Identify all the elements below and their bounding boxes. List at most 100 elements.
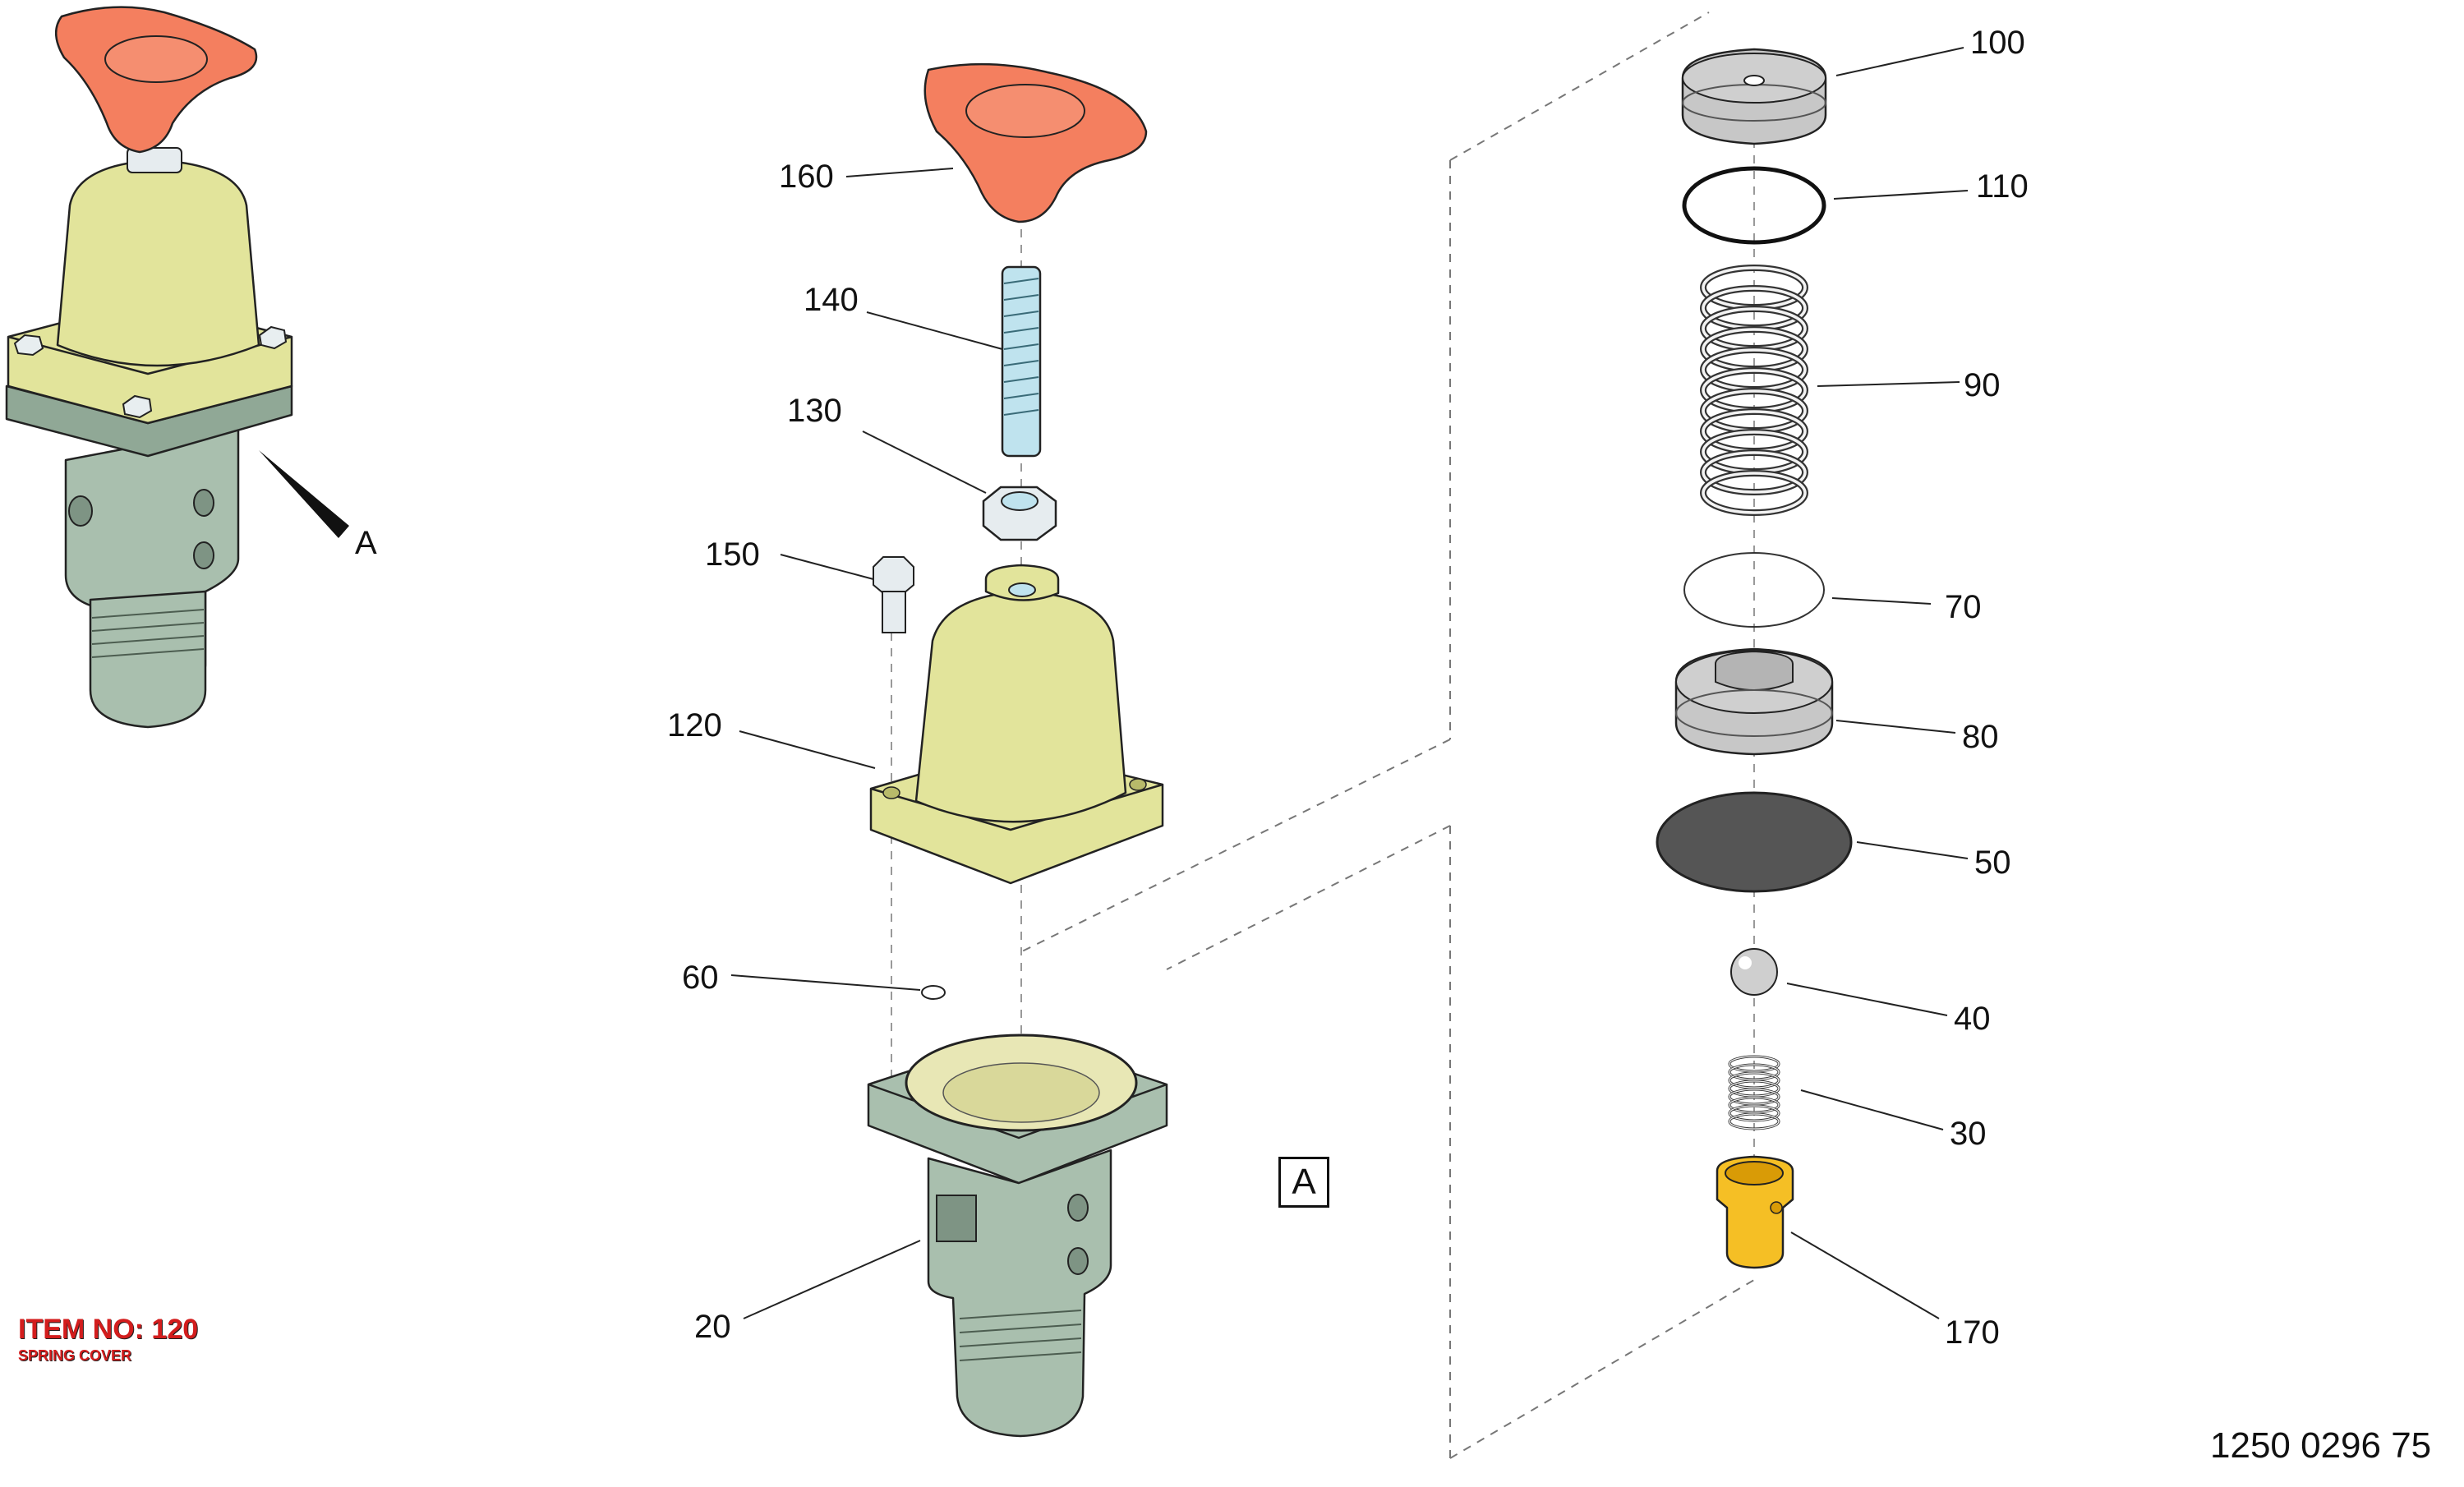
part-20-port-hole — [1067, 1194, 1089, 1222]
part-140-threaded-stud — [1001, 265, 1042, 458]
assembled-thread-lines — [91, 609, 205, 658]
part-20-port-recess — [936, 1195, 977, 1242]
part-20-thread-lines — [959, 1310, 1082, 1361]
view-label: A — [355, 525, 377, 561]
callout-20: 20 — [694, 1309, 731, 1345]
part-50-diaphragm — [1656, 791, 1853, 893]
leader-70 — [1831, 597, 1932, 605]
spring-30-coil-highlight — [1729, 1064, 1780, 1080]
callout-80: 80 — [1962, 719, 1999, 755]
part-100-cap-bore — [1743, 75, 1765, 86]
callout-170: 170 — [1945, 1314, 2000, 1351]
view-pointer-arrow — [259, 450, 349, 538]
frame-upper-diagonal — [1018, 739, 1451, 954]
part-120-cover-dome — [914, 590, 1127, 823]
assembled-spring-cover-dome — [56, 159, 260, 367]
callout-120: 120 — [667, 707, 722, 744]
assembled-bolts — [13, 325, 288, 419]
callout-110: 110 — [1976, 168, 2029, 205]
item-description-label: SPRING COVER — [18, 1347, 132, 1364]
frame-lower-diagonal — [1166, 825, 1451, 970]
part-120-bolt-hole — [882, 786, 900, 799]
spring-30-coil-highlight — [1729, 1105, 1780, 1121]
spring-90-coil-highlight — [1702, 451, 1807, 494]
leader-60 — [730, 974, 921, 991]
callout-90: 90 — [1964, 367, 2001, 403]
leader-20 — [743, 1240, 921, 1319]
part-30-small-spring — [1728, 1055, 1780, 1130]
part-170-valve-insert — [1716, 1155, 1794, 1269]
callout-160: 160 — [779, 159, 834, 195]
detail-view-marker: A — [1278, 1157, 1329, 1208]
spring-30-coil-highlight — [1729, 1072, 1780, 1089]
part-120-cover-bore — [1008, 582, 1036, 597]
center-exploded-column — [730, 62, 1168, 1438]
frame-upper — [1449, 12, 1710, 161]
part-60-o-ring — [921, 985, 946, 1000]
assembled-bolt-head — [258, 325, 288, 350]
item-number-label: ITEM NO: 120 — [18, 1314, 199, 1345]
part-170-side-hole — [1770, 1201, 1783, 1214]
part-130-nut-bore — [1001, 491, 1039, 511]
explosion-frame-lines — [1018, 12, 1759, 1459]
part-110-o-ring — [1682, 166, 1826, 245]
assembled-port-hole — [193, 541, 214, 569]
part-20-port-hole — [1067, 1247, 1089, 1275]
assembled-bolt-head — [13, 334, 44, 357]
callout-150: 150 — [705, 536, 760, 573]
callout-60: 60 — [682, 960, 719, 996]
center-leaders — [730, 168, 1003, 1319]
leader-170 — [1790, 1231, 1940, 1319]
part-160-knob-recess — [965, 84, 1085, 138]
assembled-knob-recess — [104, 35, 208, 83]
leader-160 — [845, 168, 954, 177]
leader-50 — [1856, 841, 1969, 859]
callout-100: 100 — [1970, 25, 2025, 61]
right-leaders — [1786, 47, 1969, 1319]
callout-140: 140 — [804, 282, 859, 318]
part-140-thread-lines — [1003, 278, 1039, 416]
leader-100 — [1835, 47, 1964, 76]
assembled-threaded-shank — [89, 590, 207, 729]
part-120-bolt-hole — [1129, 778, 1147, 791]
assembled-port-hole — [193, 489, 214, 517]
callout-30: 30 — [1950, 1116, 1987, 1152]
leader-110 — [1833, 190, 1969, 200]
assembled-regulator-view — [5, 6, 349, 729]
spring-30-coil-highlight — [1729, 1089, 1780, 1105]
leader-120 — [739, 730, 876, 769]
spring-30-coil-highlight — [1729, 1080, 1780, 1097]
leader-140 — [866, 311, 1003, 350]
part-150-bolt-head — [873, 556, 914, 594]
part-20-body-cavity-inner — [942, 1062, 1100, 1123]
part-70-backup-ring — [1683, 552, 1825, 628]
spring-30-coil-highlight — [1729, 1113, 1780, 1130]
drawing-number: 1250 0296 75 — [2210, 1425, 2432, 1466]
leader-130 — [862, 430, 987, 494]
part-150-bolt-shank — [882, 591, 906, 633]
spring-30-coil-highlight — [1729, 1097, 1780, 1113]
leader-40 — [1786, 983, 1948, 1016]
leader-150 — [780, 554, 874, 580]
part-170-insert-bore — [1725, 1161, 1784, 1185]
callout-70: 70 — [1945, 589, 1982, 625]
callout-130: 130 — [787, 393, 842, 429]
callout-50: 50 — [1974, 845, 2011, 881]
callout-40: 40 — [1954, 1001, 1991, 1037]
assembled-port-hole — [68, 495, 93, 527]
assembled-bolt-head — [122, 394, 153, 419]
right-exploded-column — [1656, 47, 1969, 1319]
spring-30-coil-highlight — [1729, 1056, 1780, 1072]
part-40-ball-highlight — [1739, 956, 1752, 969]
callout-labels: 160 140 130 150 120 60 20 100 110 90 70 … — [667, 25, 2029, 1351]
frame-bottom — [1449, 1277, 1759, 1459]
leader-80 — [1835, 720, 1956, 734]
leader-90 — [1817, 381, 1960, 387]
spring-90-coil-highlight — [1702, 472, 1807, 514]
part-90-main-spring — [1700, 265, 1808, 516]
leader-30 — [1800, 1089, 1944, 1130]
part-40-ball — [1730, 948, 1778, 996]
part-20-body-lower — [927, 1149, 1112, 1438]
part-80-plate-boss — [1715, 650, 1794, 691]
